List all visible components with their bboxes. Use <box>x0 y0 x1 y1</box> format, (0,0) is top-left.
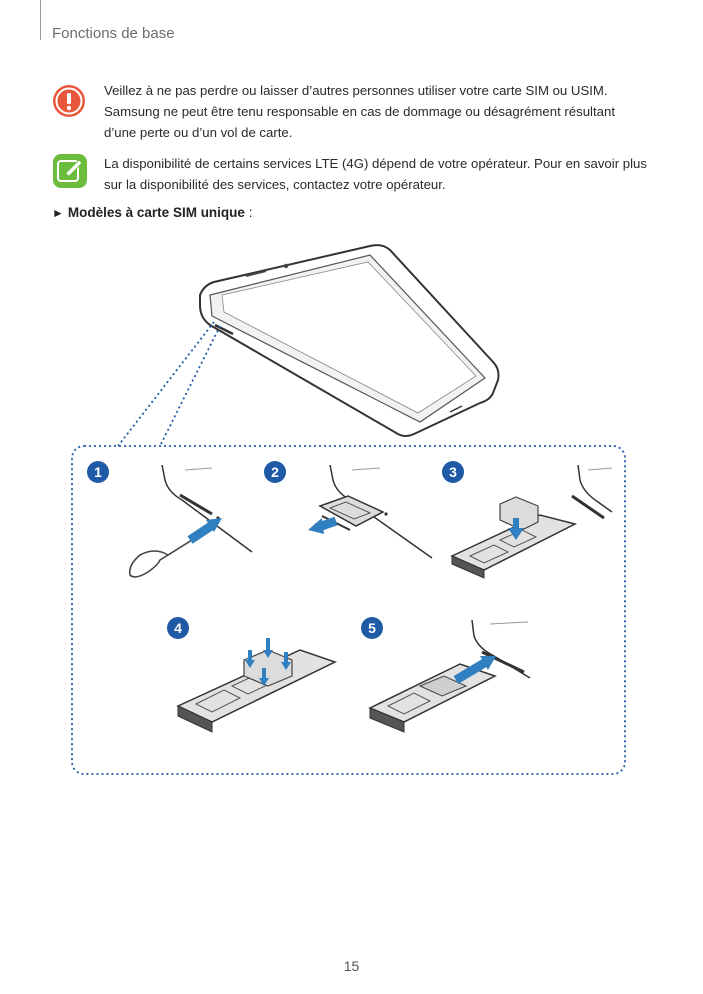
note-pen-icon <box>52 153 88 194</box>
step-2-drawing <box>308 464 433 559</box>
caution-line: Veillez à ne pas perdre ou laisser d’aut… <box>104 83 608 98</box>
step-badge-5: 5 <box>361 617 383 639</box>
steps-frame <box>71 445 626 775</box>
step-number: 2 <box>271 464 279 480</box>
step-4-drawing <box>176 638 337 733</box>
caution-icon <box>52 84 86 123</box>
phone-drawing <box>199 244 500 437</box>
step-badge-2: 2 <box>264 461 286 483</box>
caution-line: Samsung ne peut être tenu responsable en… <box>104 104 615 119</box>
note-notice: La disponibilité de certains services LT… <box>104 153 664 195</box>
note-line: La disponibilité de certains services LT… <box>104 156 647 171</box>
caution-line: d’une perte ou d’un vol de carte. <box>104 125 293 140</box>
section-title: Fonctions de base <box>52 25 175 42</box>
caution-notice: Veillez à ne pas perdre ou laisser d’aut… <box>104 80 664 143</box>
step-number: 1 <box>94 464 102 480</box>
page-number: 15 <box>343 958 360 974</box>
step-5-drawing <box>368 619 531 733</box>
step-1-drawing <box>128 464 253 578</box>
subheading-bold: Modèles à carte SIM unique <box>67 205 245 220</box>
subheading: ►Modèles à carte SIM unique : <box>52 205 252 220</box>
note-line: sur la disponibilité des services, conta… <box>104 177 446 192</box>
step-badge-1: 1 <box>87 461 109 483</box>
triangle-bullet-icon: ► <box>52 206 64 220</box>
step-number: 3 <box>449 464 457 480</box>
step-badge-4: 4 <box>167 617 189 639</box>
step-number: 5 <box>368 620 376 636</box>
subheading-rest: : <box>244 205 253 220</box>
step-badge-3: 3 <box>442 461 464 483</box>
step-3-drawing <box>450 464 613 579</box>
header-rule <box>40 0 41 40</box>
step-number: 4 <box>174 620 182 636</box>
